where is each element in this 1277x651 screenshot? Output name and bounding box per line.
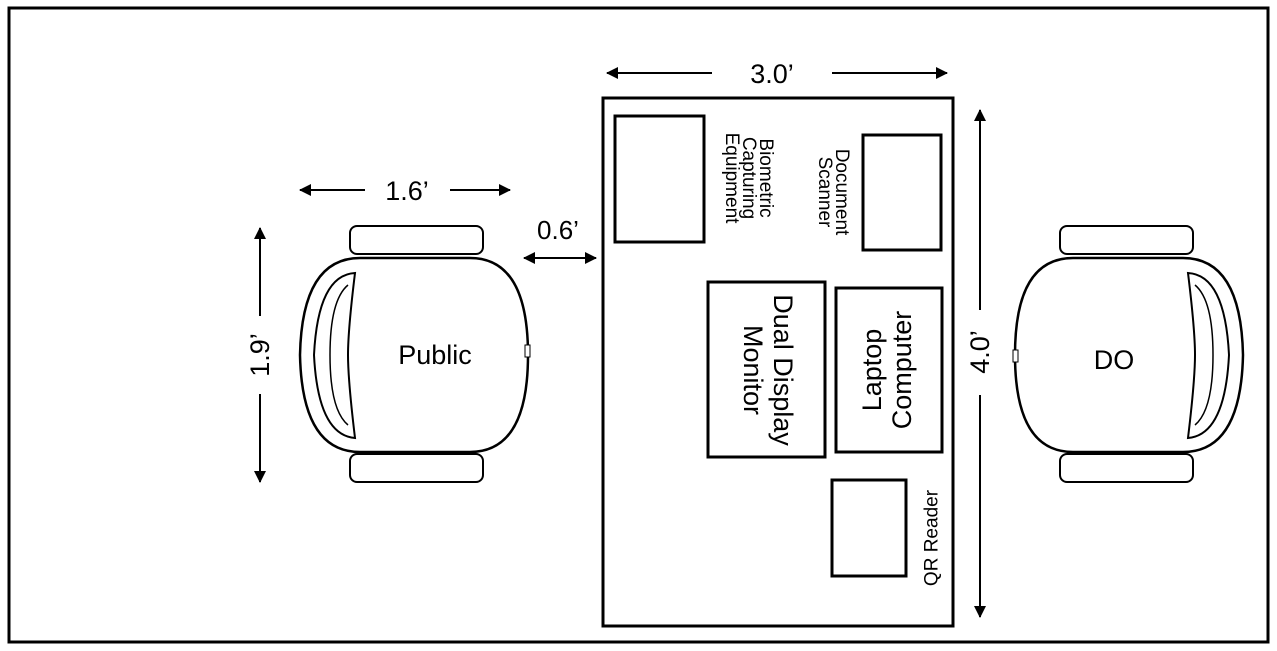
desk-width-label: 3.0’ [750,59,794,89]
document-scanner-box [861,133,943,252]
desk-depth-label: 4.0’ [965,330,995,374]
clearance-label: 0.6’ [537,215,579,245]
laptop-computer-box [834,286,944,454]
monitor-label-line-1: Dual Display [768,294,798,446]
public-chair: Public [298,225,531,483]
monitor-label-line-2: Monitor [738,325,768,415]
dual-display-monitor-box [706,280,827,459]
dual-display-monitor-label: Dual Display Monitor [738,294,798,446]
document-scanner-label: Document Scanner [814,149,852,236]
clearance-dimension: 0.6’ [523,215,597,264]
qr-reader-box [830,478,908,578]
scanner-label-line-2: Scanner [814,157,835,228]
scanner-label-line-1: Document [831,149,852,236]
desk-width-dimension: 3.0’ [606,59,948,89]
desk [601,96,955,628]
biometric-equipment-box [613,114,706,244]
laptop-computer-label: Laptop Computer [857,311,917,430]
biometric-label-line-2: Capturing [738,137,759,219]
do-chair: DO [1012,225,1245,483]
public-chair-depth-dimension: 1.9’ [245,227,275,483]
biometric-label-line-3: Equipment [721,133,742,225]
public-chair-width-label: 1.6’ [385,176,429,206]
desk-depth-dimension: 4.0’ [965,109,995,618]
public-chair-depth-label: 1.9’ [245,333,275,377]
outer-frame [7,6,1270,644]
qr-reader-label: QR Reader [922,489,943,586]
public-chair-label: Public [398,340,472,370]
biometric-equipment-label: Biometric Capturing Equipment [721,133,776,225]
public-chair-width-dimension: 1.6’ [299,176,511,206]
do-chair-label: DO [1094,345,1135,375]
biometric-label-line-1: Biometric [755,138,776,217]
laptop-label-line-1: Laptop [857,329,887,412]
laptop-label-line-2: Computer [887,311,917,430]
